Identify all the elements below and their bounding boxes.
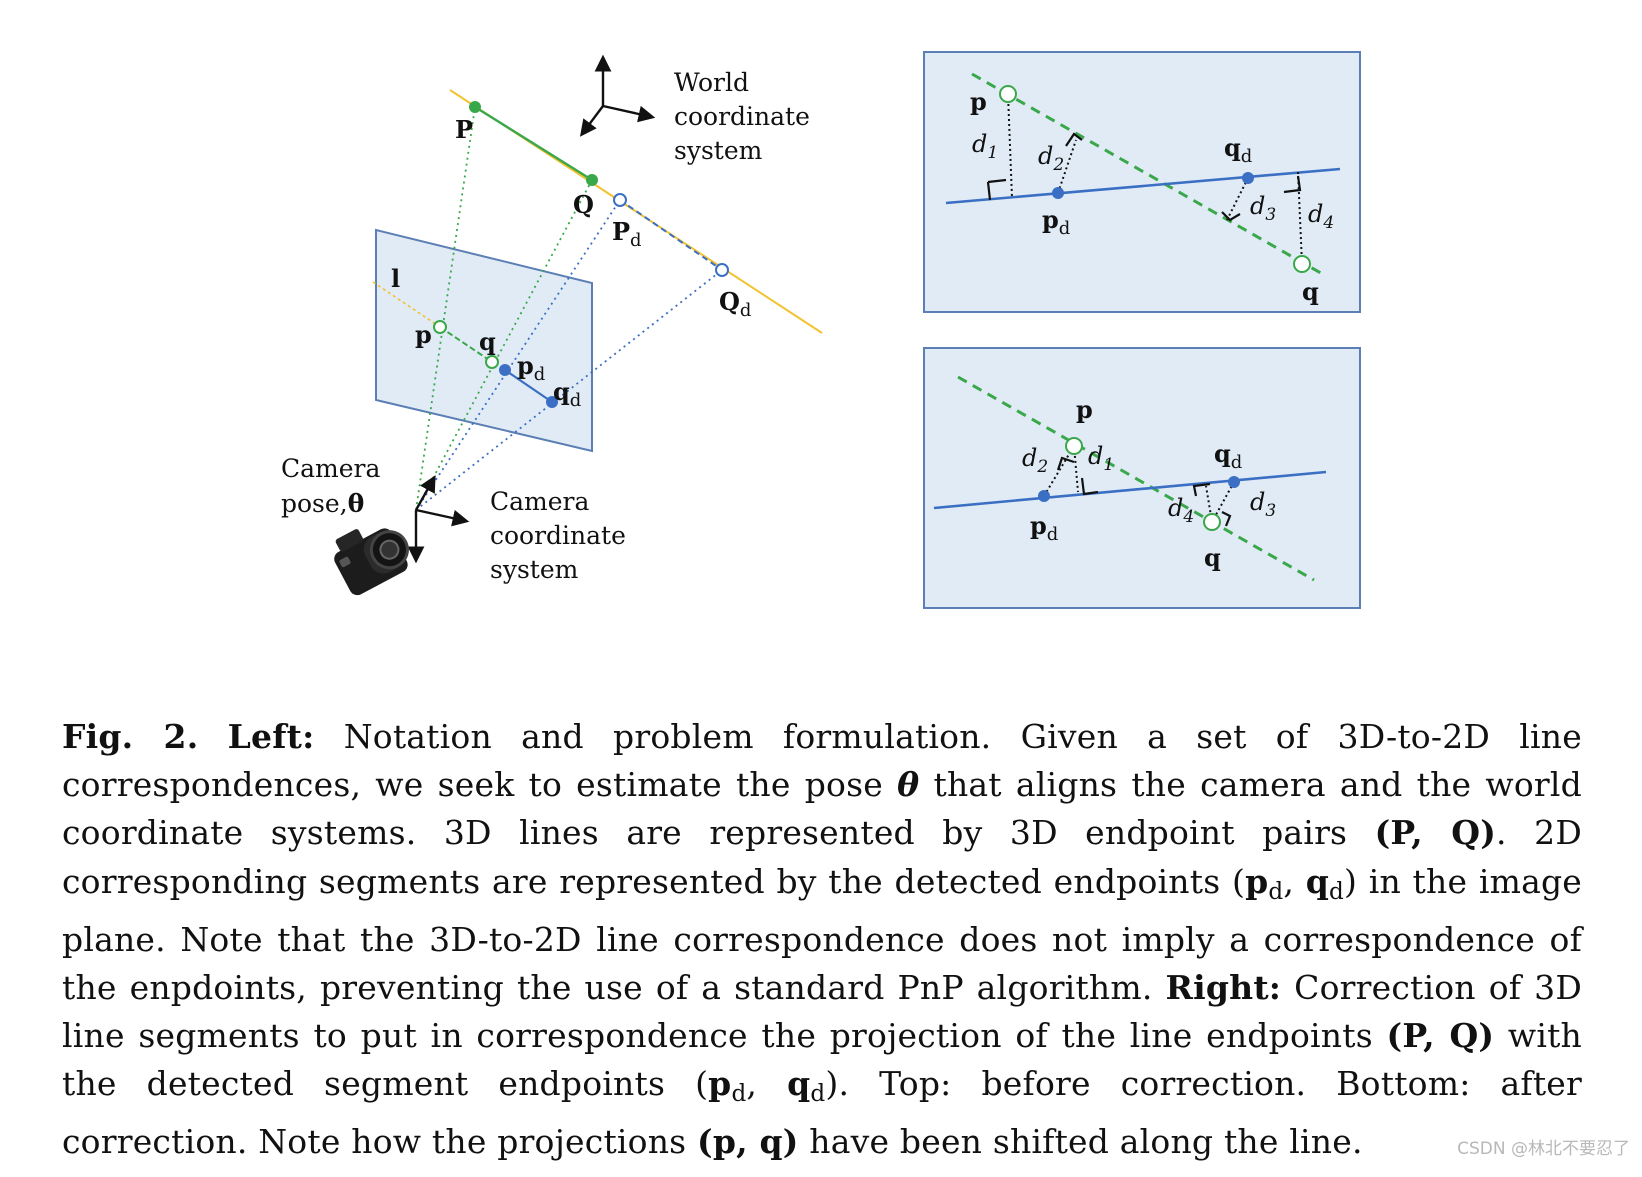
bottom-point-pd	[1038, 490, 1050, 502]
world-axes	[579, 54, 656, 137]
caption-pq: (p, q)	[697, 1122, 799, 1162]
right-angle-marks-bottom	[1056, 456, 1232, 527]
caption-text-7: . Top: before correction. Bottom: after …	[62, 1064, 1582, 1162]
point-q	[485, 355, 499, 369]
label-P: P	[455, 115, 473, 144]
point-p	[433, 320, 447, 334]
bottom-label-q: q	[1204, 543, 1221, 572]
caption-text-6: with the detected segment endpoints	[62, 1015, 1582, 1104]
segment-PQ	[474, 105, 593, 182]
bottom-label-d2: d2	[1022, 444, 1048, 477]
caption-text-2: that aligns the camera and the world coo…	[62, 765, 1582, 853]
caption-PQ-1: (P, Q)	[1374, 813, 1497, 853]
world-coord-label: World coordinate system	[674, 68, 818, 165]
bottom-label-d1: d1	[1088, 442, 1114, 475]
caption-left-label: Left:	[227, 717, 315, 756]
detected-line-bottom	[933, 470, 1327, 510]
caption-text-5: Correction of 3D line segments to put in…	[62, 967, 1582, 1055]
label-l: l	[391, 264, 400, 293]
top-label-qd: qd	[1224, 133, 1252, 167]
bottom-label-p: p	[1076, 395, 1093, 424]
caption-PQ-2: (P, Q)	[1386, 1015, 1495, 1055]
caption-text-1: Notation and problem formulation. Given …	[62, 717, 1582, 805]
projection-rays	[415, 106, 723, 511]
camera-icon	[334, 528, 409, 596]
point-Qd	[715, 263, 729, 277]
panel-after-correction: p q pd qd d1 d2 d3 d4	[923, 347, 1361, 609]
label-Q: Q	[573, 190, 594, 219]
point-Pd	[613, 193, 627, 207]
caption-text-8: have been shifted along the line.	[809, 1122, 1363, 1162]
left-diagram: P Q Pd Qd l p q pd qd World coordinate s…	[281, 54, 823, 596]
caption-text-3: . 2D corresponding segments are represen…	[62, 813, 1583, 901]
bottom-label-qd: qd	[1214, 439, 1242, 473]
label-q: q	[479, 327, 496, 356]
top-label-q: q	[1302, 277, 1319, 306]
projected-line-bottom	[957, 375, 1315, 582]
label-Qd: Qd	[719, 287, 751, 321]
top-label-d3: d3	[1250, 192, 1276, 225]
caption-pdqd-2: (pd, qd)	[695, 1064, 839, 1107]
bottom-point-p	[1065, 437, 1083, 455]
camera-pose-label: Camera pose,θ	[281, 454, 388, 518]
point-Q	[586, 174, 598, 186]
bottom-point-qd	[1228, 476, 1240, 488]
bottom-point-q	[1203, 513, 1221, 531]
point-qd	[546, 396, 558, 408]
top-label-p: p	[970, 87, 987, 116]
image-line-l	[372, 281, 441, 328]
segment-PdQd	[619, 199, 723, 271]
top-point-q	[1293, 255, 1311, 273]
top-point-p	[999, 85, 1017, 103]
top-label-d4: d4	[1308, 200, 1334, 233]
label-Pd: Pd	[612, 217, 642, 251]
top-point-pd	[1052, 187, 1064, 199]
caption-right-label: Right:	[1165, 967, 1282, 1007]
bottom-label-d3: d3	[1250, 488, 1276, 521]
point-pd	[499, 364, 511, 376]
top-point-qd	[1242, 172, 1254, 184]
label-pd: pd	[517, 351, 545, 385]
top-label-d1: d1	[972, 130, 998, 163]
panel-before-correction: p q pd qd d1 d2 d3 d4	[923, 51, 1361, 313]
image-plane	[375, 228, 593, 453]
top-label-d2: d2	[1038, 142, 1064, 175]
label-p: p	[415, 320, 432, 349]
watermark: CSDN @林北不要忍了	[1457, 1139, 1630, 1159]
panel-bottom	[923, 347, 1361, 609]
right-angle-marks	[986, 132, 1302, 222]
bottom-label-d4: d4	[1168, 494, 1194, 527]
figure-diagram: P Q Pd Qd l p q pd qd World coordinate s…	[281, 51, 1361, 609]
caption-theta: θ	[897, 765, 920, 805]
caption-pdqd-1: (pd, qd)	[1232, 861, 1358, 905]
detected-line	[945, 167, 1341, 205]
caption-fig-number: Fig. 2.	[62, 717, 199, 756]
camera-axes	[407, 475, 470, 564]
camera-coord-label: Camera coordinate system	[490, 487, 634, 584]
top-label-pd: pd	[1042, 205, 1070, 239]
point-P	[469, 101, 481, 113]
image-segment-pq	[439, 326, 493, 363]
image-segment-pdqd	[504, 369, 553, 403]
bottom-label-pd: pd	[1030, 511, 1058, 545]
figure-caption: Fig. 2. Left: Notation and problem formu…	[62, 713, 1582, 1166]
caption-text-4: in the image plane. Note that the 3D-to-…	[62, 861, 1583, 1007]
label-qd: qd	[553, 377, 581, 411]
